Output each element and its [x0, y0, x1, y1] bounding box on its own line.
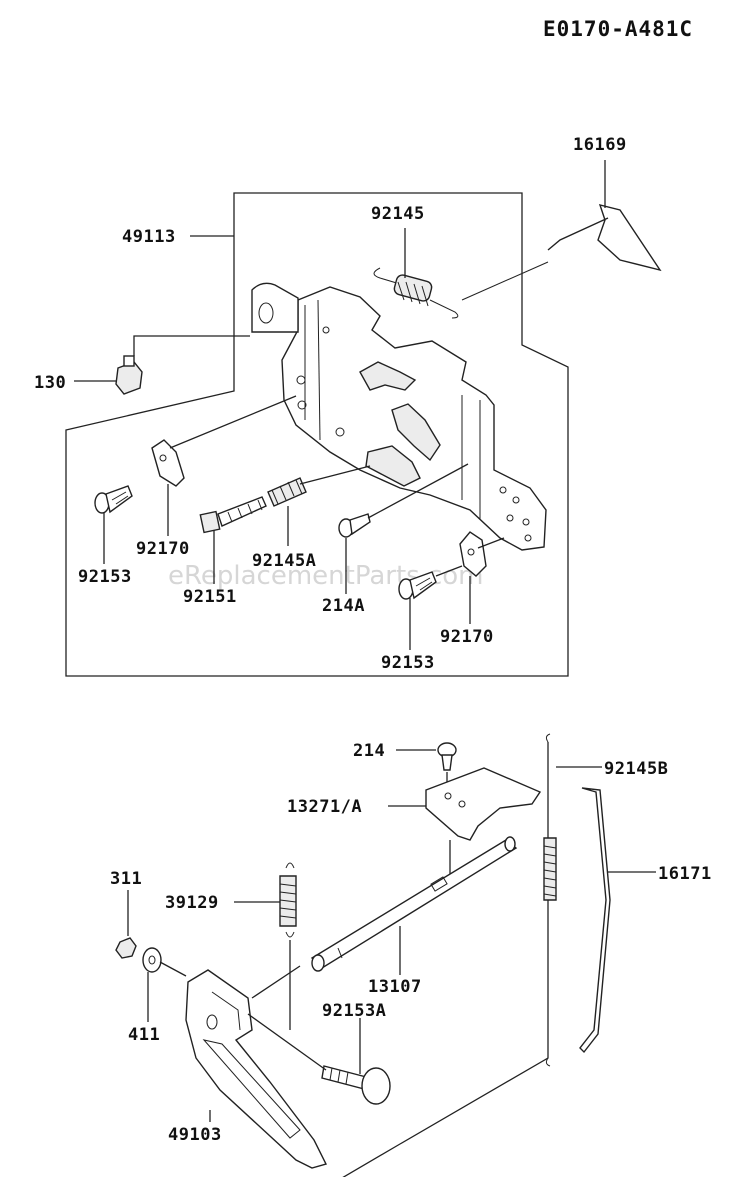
- spring-92145A: [267, 465, 371, 546]
- drawing-code: E0170-A481C: [543, 17, 693, 41]
- rod-16171: [579, 787, 656, 1054]
- label-92153-left: 92153: [78, 567, 132, 587]
- label-92145B: 92145B: [604, 759, 668, 779]
- label-92170-left: 92170: [136, 539, 190, 559]
- spring-92145B: [543, 733, 602, 1067]
- label-13107: 13107: [368, 977, 422, 997]
- label-130: 130: [34, 373, 66, 393]
- label-39129: 39129: [165, 893, 219, 913]
- label-214: 214: [353, 741, 385, 761]
- clip-92170-right: [459, 531, 505, 624]
- spring-92145: [373, 228, 549, 319]
- label-16169: 16169: [573, 135, 627, 155]
- label-92145A: 92145A: [252, 551, 316, 571]
- link-rod-16169: [547, 204, 662, 272]
- lever-49103: [185, 965, 328, 1169]
- label-13271A: 13271/A: [287, 797, 362, 817]
- clip-92170-left: [151, 395, 297, 536]
- shaft-13107: [310, 836, 518, 975]
- spring-39129: [234, 862, 297, 1030]
- label-92170-right: 92170: [440, 627, 494, 647]
- screw-214: [396, 742, 457, 792]
- label-16171: 16171: [658, 864, 712, 884]
- label-92153-right: 92153: [381, 653, 435, 673]
- label-92153A: 92153A: [322, 1001, 386, 1021]
- bolt-130: [74, 335, 250, 395]
- label-92145: 92145: [371, 204, 425, 224]
- control-plate: [281, 286, 547, 551]
- screw-92153-left: [94, 485, 133, 564]
- nut-311: [115, 890, 137, 959]
- label-49113: 49113: [122, 227, 176, 247]
- label-311: 311: [110, 869, 142, 889]
- screw-92153-right: [398, 565, 463, 650]
- bolt-92153A: [247, 1013, 391, 1105]
- plate-13271A: [388, 767, 542, 880]
- washer-411: [142, 947, 187, 1022]
- label-411: 411: [128, 1025, 160, 1045]
- label-214A: 214A: [322, 596, 365, 616]
- mounting-tab: [251, 282, 299, 333]
- assembly-49113-outline: [65, 192, 569, 677]
- screw-214A: [338, 463, 469, 594]
- label-49103: 49103: [168, 1125, 222, 1145]
- bolt-92151: [199, 496, 267, 584]
- label-92151: 92151: [183, 587, 237, 607]
